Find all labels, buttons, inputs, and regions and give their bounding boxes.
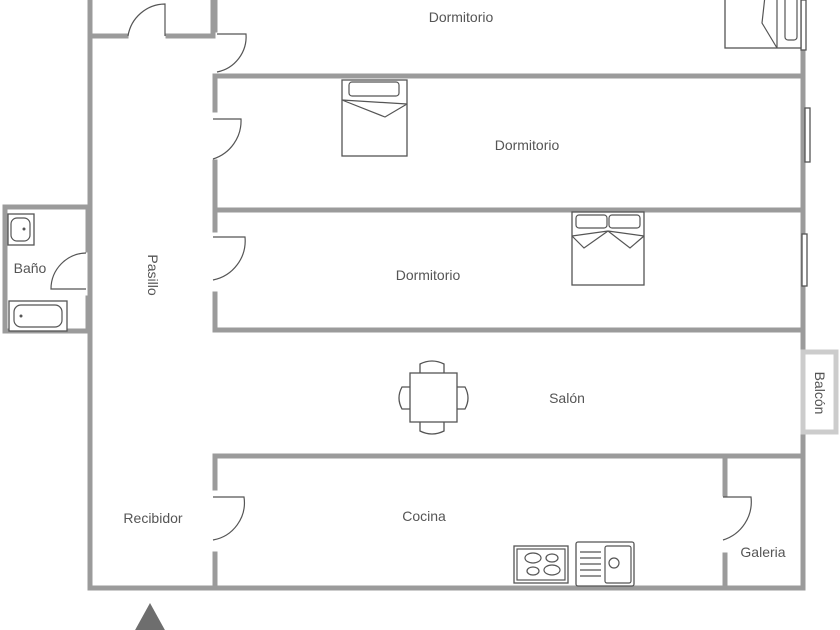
bed-icon	[571, 211, 645, 286]
room-label-balcon: Balcón	[812, 372, 828, 415]
bathtub-icon	[8, 300, 68, 332]
dining-table-icon	[398, 360, 469, 435]
door-dormitorio-2	[212, 118, 242, 160]
room-label-recibidor: Recibidor	[123, 510, 182, 526]
room-label-salon: Salón	[549, 390, 585, 406]
bed-icon	[341, 79, 408, 157]
door-galeria	[722, 496, 752, 541]
balcony	[800, 349, 839, 435]
door-entrance-top	[127, 3, 166, 37]
door-dormitorio-3	[212, 236, 246, 281]
room-label-galeria: Galeria	[740, 544, 785, 560]
bed-icon	[724, 0, 802, 49]
walls	[2, 0, 806, 591]
stove-icon	[513, 545, 569, 584]
windows	[800, 0, 811, 287]
room-label-dormitorio-1: Dormitorio	[429, 9, 494, 25]
room-label-cocina: Cocina	[402, 508, 446, 524]
room-label-bano: Baño	[14, 260, 47, 276]
room-label-dormitorio-3: Dormitorio	[396, 267, 461, 283]
door-dormitorio-1	[216, 33, 247, 73]
door-bano	[50, 252, 87, 290]
washbasin-icon	[7, 213, 35, 246]
doors	[50, 3, 752, 541]
room-label-pasillo: Pasillo	[145, 254, 161, 295]
sink-icon	[575, 541, 635, 587]
room-label-dormitorio-2: Dormitorio	[495, 137, 560, 153]
door-cocina	[212, 496, 246, 541]
entrance-arrow-icon	[135, 603, 165, 630]
